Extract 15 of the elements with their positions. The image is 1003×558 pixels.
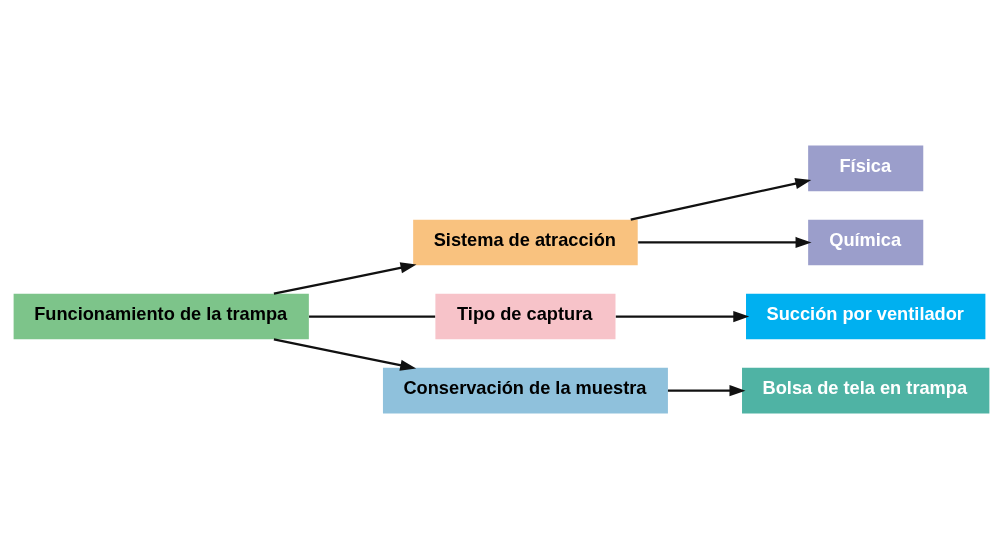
arrow [273,261,417,295]
node-box: Succión por ventilador [746,293,986,339]
node-box: Conservación de la muestra [382,367,668,413]
node-box: Bolsa de tela en trampa [742,367,990,413]
arrow [667,384,746,396]
node-box: Química [808,219,924,265]
node-box: Sistema de atracción [413,219,638,265]
node-box: Funcionamiento de la trampa [13,293,309,339]
node-box: Tipo de captura [435,293,616,339]
arrow [615,310,750,322]
arrow [273,337,417,371]
node-box: Física [808,145,924,191]
arrow [638,236,812,248]
arrow [630,177,812,221]
connector [309,314,436,318]
